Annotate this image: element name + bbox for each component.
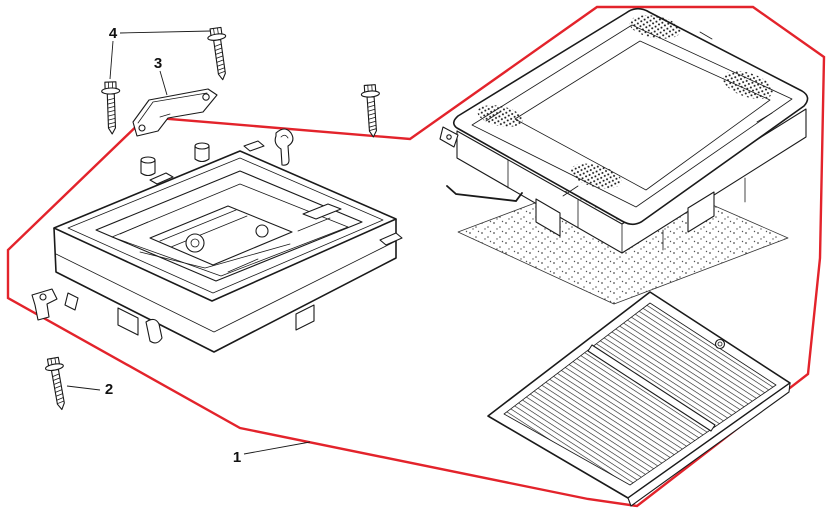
cover-skirt-notches xyxy=(507,159,746,254)
air-cleaner-cover xyxy=(439,7,809,254)
callout-1-leader xyxy=(243,441,311,455)
air-filter-element xyxy=(487,291,791,507)
stay-bracket-plate xyxy=(132,88,218,137)
cover-latch-steps xyxy=(535,191,715,237)
case-mount-tabs xyxy=(149,140,403,246)
stay-bracket-hole-left xyxy=(138,124,146,132)
callout-1-label: 1 xyxy=(233,449,241,466)
case-rim-inner xyxy=(67,157,384,294)
cover-edge-bracket-hole xyxy=(446,134,452,140)
callout-4-leader-left xyxy=(109,40,114,80)
callout-4-label: 4 xyxy=(109,25,118,42)
case-port xyxy=(302,203,342,220)
case-molding-line xyxy=(55,240,397,333)
callout-3: 3 xyxy=(154,55,168,96)
case-boss-small xyxy=(255,224,269,238)
side-bracket-plate xyxy=(31,288,58,321)
harness-clip-body xyxy=(274,128,294,166)
filter-knob-hole xyxy=(717,341,723,347)
hardware-parts xyxy=(31,26,383,412)
case-feet xyxy=(117,304,315,336)
callout-1: 1 xyxy=(233,441,311,466)
stay-bracket-bend-lines xyxy=(137,92,208,124)
filter-frame-depth xyxy=(627,382,791,507)
stay-bracket xyxy=(132,88,218,137)
rubber-mount-right xyxy=(194,142,210,163)
side-bracket-hole xyxy=(39,293,47,301)
callout-4-leader-right xyxy=(119,30,212,34)
side-bracket xyxy=(31,288,58,321)
flange-bolt-mid xyxy=(360,83,383,139)
case-inner-ribs xyxy=(119,209,331,273)
vent-stipple-center xyxy=(570,163,622,189)
case-boss-large-hole xyxy=(190,238,200,248)
callout-2: 2 xyxy=(66,381,113,398)
cover-top-face xyxy=(452,7,809,226)
air-cleaner-case xyxy=(53,140,403,353)
callout-3-leader xyxy=(159,70,168,96)
callout-2-label: 2 xyxy=(105,381,113,398)
case-bottom-clip xyxy=(145,318,163,344)
vent-stipple-top xyxy=(629,15,681,39)
callout-2-leader xyxy=(66,385,101,391)
case-drain-stub xyxy=(64,292,79,311)
filter-center-seam xyxy=(587,344,716,432)
flange-bolt-lower xyxy=(43,356,72,412)
vent-stipple-right xyxy=(722,71,774,99)
flange-bolt-upper-left xyxy=(100,81,122,135)
flange-bolt-upper-right xyxy=(206,26,233,82)
callout-4: 4 xyxy=(109,25,212,80)
filter-knob xyxy=(714,338,726,350)
hook-rod xyxy=(446,185,523,202)
case-inner-tray xyxy=(149,205,293,266)
rubber-mount-left xyxy=(140,156,156,177)
harness-clip xyxy=(274,128,294,166)
vent-stipple-left xyxy=(477,105,523,127)
case-boss-large xyxy=(185,233,205,253)
harness-clip-detail xyxy=(280,134,289,139)
callout-3-label: 3 xyxy=(154,55,162,72)
cover-plateau-line xyxy=(514,40,771,191)
stay-bracket-hole-right xyxy=(202,93,210,101)
filter-pleats xyxy=(503,302,777,486)
